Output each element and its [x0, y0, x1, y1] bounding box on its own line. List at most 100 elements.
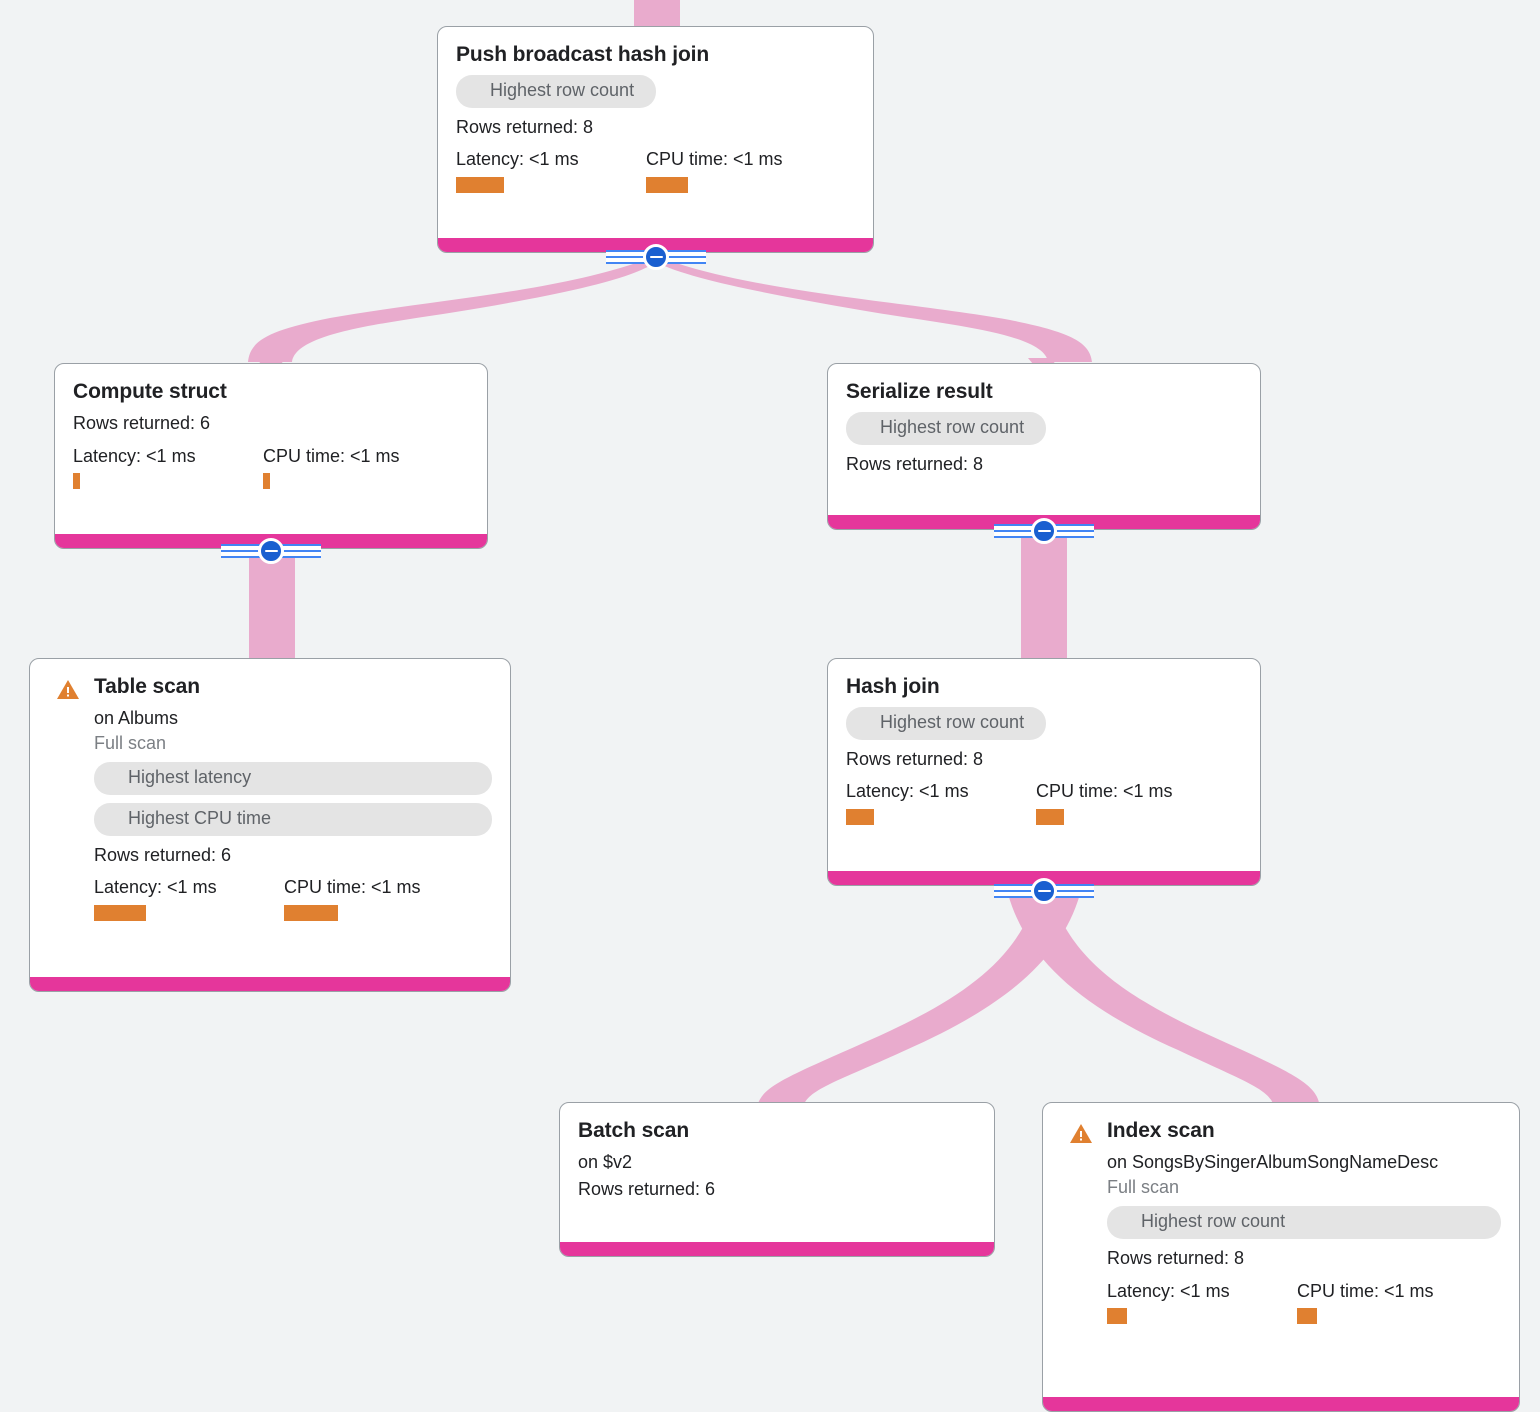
node-head-text: Table scan on Albums Full scan Highest l… — [94, 675, 492, 921]
badge-highest-row-count: Highest row count — [456, 75, 657, 108]
node-title: Index scan — [1107, 1119, 1215, 1142]
rows-returned: Rows returned: 6 — [73, 413, 211, 434]
metric-cpu-bar — [284, 904, 338, 921]
edge-serialize-result-to-hash-join — [1021, 530, 1067, 660]
rows-returned: Rows returned: 6 — [94, 844, 232, 865]
warning-icon — [1069, 1123, 1093, 1145]
metric-cpu-bar — [1297, 1308, 1317, 1325]
node-hash-join[interactable]: Hash join Highest row count Rows returne… — [827, 658, 1261, 886]
node-index-scan[interactable]: Index scan on SongsBySingerAlbumSongName… — [1042, 1102, 1520, 1412]
node-title: Compute struct — [73, 380, 227, 403]
metric-cpu-bar — [646, 176, 688, 193]
node-title: Table scan — [94, 675, 200, 698]
node-title: Serialize result — [846, 380, 993, 403]
metric-cpu: CPU time: <1 ms — [646, 149, 783, 193]
node-head-text: Batch scan on $v2 Rows returned: 6 — [578, 1119, 976, 1200]
node-serialize-result[interactable]: Serialize result Highest row count Rows … — [827, 363, 1261, 530]
collapse-button-compute-struct[interactable] — [221, 537, 321, 565]
collapse-button-push-broadcast-hash-join[interactable] — [606, 243, 706, 271]
rows-returned: Rows returned: 6 — [578, 1178, 716, 1199]
rows-returned: Rows returned: 8 — [846, 748, 984, 769]
metric-cpu: CPU time: <1 ms — [263, 446, 400, 490]
metric-cpu-bar — [1036, 808, 1064, 825]
rows-returned: Rows returned: 8 — [846, 453, 984, 474]
metric-cpu-label: CPU time: <1 ms — [646, 149, 783, 170]
minus-icon — [1037, 529, 1051, 533]
metric-latency: Latency: <1 ms — [846, 781, 1036, 825]
node-scan-type: Full scan — [1107, 1176, 1180, 1197]
node-body: Compute struct Rows returned: 6 Latency:… — [55, 364, 487, 534]
node-push-broadcast-hash-join[interactable]: Push broadcast hash join Highest row cou… — [437, 26, 874, 253]
edge-compute-struct-to-table-scan — [249, 549, 295, 660]
metric-latency: Latency: <1 ms — [456, 149, 646, 193]
node-head-text: Index scan on SongsBySingerAlbumSongName… — [1107, 1119, 1501, 1325]
node-head: Compute struct — [73, 380, 469, 404]
warning-icon — [56, 679, 80, 701]
metric-latency-bar — [456, 176, 504, 193]
minus-icon — [264, 549, 278, 553]
node-head: Serialize result — [846, 380, 1242, 404]
metric-latency-bar — [94, 904, 146, 921]
collapse-button-hash-join[interactable] — [994, 877, 1094, 905]
node-head: Push broadcast hash join — [456, 43, 855, 67]
node-footer — [30, 977, 510, 991]
edge-root-to-serialize-result — [656, 258, 1092, 362]
collapse-circle — [258, 538, 284, 564]
collapse-circle — [643, 244, 669, 270]
node-subtitle: on SongsBySingerAlbumSongNameDesc — [1107, 1152, 1439, 1173]
metrics-row: Latency: <1 ms CPU time: <1 ms — [73, 446, 469, 490]
badge-highest-row-count: Highest row count — [846, 412, 1047, 445]
metric-latency-bar — [1107, 1308, 1127, 1325]
metrics-row: Latency: <1 ms CPU time: <1 ms — [846, 781, 1242, 825]
node-body: Push broadcast hash join Highest row cou… — [438, 27, 873, 238]
metric-latency: Latency: <1 ms — [73, 446, 263, 490]
node-head: Hash join — [846, 675, 1242, 699]
node-title: Batch scan — [578, 1119, 690, 1142]
metric-cpu: CPU time: <1 ms — [284, 877, 421, 921]
node-footer — [1043, 1397, 1519, 1411]
metric-latency: Latency: <1 ms — [94, 877, 284, 921]
metric-cpu-label: CPU time: <1 ms — [284, 877, 421, 898]
node-title: Hash join — [846, 675, 940, 698]
metrics-row: Latency: <1 ms CPU time: <1 ms — [94, 877, 492, 921]
metric-latency: Latency: <1 ms — [1107, 1281, 1297, 1325]
node-subtitle: on $v2 — [578, 1152, 633, 1173]
node-table-scan[interactable]: Table scan on Albums Full scan Highest l… — [29, 658, 511, 992]
edge-hash-join-to-index-scan — [1008, 890, 1320, 1108]
node-head: Batch scan on $v2 Rows returned: 6 — [578, 1119, 976, 1200]
minus-icon — [1037, 889, 1051, 893]
collapse-circle — [1031, 878, 1057, 904]
node-title: Push broadcast hash join — [456, 43, 710, 66]
node-head-text: Serialize result — [846, 380, 1242, 404]
node-body: Index scan on SongsBySingerAlbumSongName… — [1043, 1103, 1519, 1397]
metric-latency-bar — [846, 808, 874, 825]
metric-latency-label: Latency: <1 ms — [456, 149, 579, 170]
metric-cpu: CPU time: <1 ms — [1297, 1281, 1434, 1325]
metric-latency-label: Latency: <1 ms — [846, 781, 969, 802]
node-batch-scan[interactable]: Batch scan on $v2 Rows returned: 6 — [559, 1102, 995, 1257]
badge-highest-cpu-time: Highest CPU time — [94, 802, 492, 836]
node-body: Table scan on Albums Full scan Highest l… — [30, 659, 510, 977]
node-head-text: Compute struct — [73, 380, 469, 404]
edge-hash-join-to-batch-scan — [757, 890, 1080, 1108]
badge-highest-row-count: Highest row count — [1107, 1206, 1501, 1239]
rows-returned: Rows returned: 8 — [456, 116, 594, 137]
metric-latency-label: Latency: <1 ms — [73, 445, 196, 466]
node-compute-struct[interactable]: Compute struct Rows returned: 6 Latency:… — [54, 363, 488, 549]
metric-cpu-bar — [263, 473, 270, 490]
node-head-text: Hash join — [846, 675, 1242, 699]
node-body: Batch scan on $v2 Rows returned: 6 — [560, 1103, 994, 1242]
collapse-button-serialize-result[interactable] — [994, 517, 1094, 545]
badge-highest-row-count: Highest row count — [846, 707, 1047, 740]
node-scan-type: Full scan — [94, 732, 167, 753]
metric-cpu: CPU time: <1 ms — [1036, 781, 1173, 825]
node-body: Hash join Highest row count Rows returne… — [828, 659, 1260, 871]
edge-root-to-compute-struct — [248, 258, 656, 362]
rows-returned: Rows returned: 8 — [1107, 1247, 1245, 1268]
minus-icon — [649, 255, 663, 259]
metric-latency-label: Latency: <1 ms — [94, 877, 217, 898]
node-head: Table scan on Albums Full scan Highest l… — [56, 675, 492, 921]
node-head-text: Push broadcast hash join — [456, 43, 855, 67]
node-body: Serialize result Highest row count Rows … — [828, 364, 1260, 515]
